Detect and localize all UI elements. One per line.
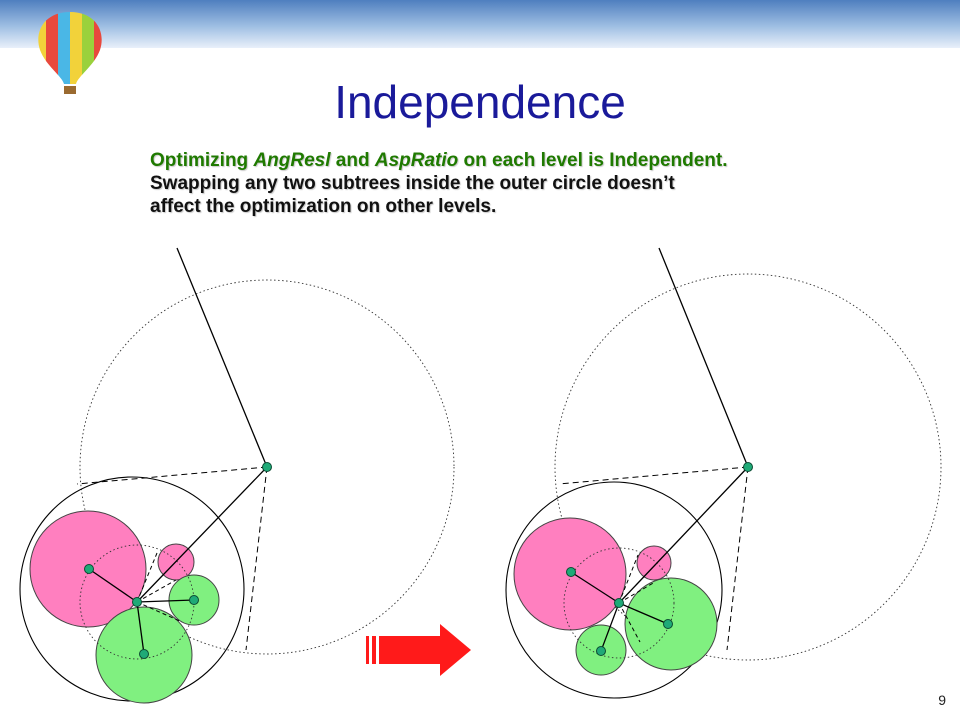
tangent-dash-left-a (76, 466, 268, 485)
statement-prefix: Optimizing (150, 150, 254, 171)
edge-sub-to-pink-right (570, 571, 620, 604)
node-green-large-left (139, 649, 149, 659)
hot-air-balloon-icon (38, 12, 102, 94)
inner-dotted-circle-right (563, 547, 675, 659)
subtree-circle-right (505, 481, 723, 699)
term-angresl: AngResl (253, 150, 331, 171)
edge-sub-to-pink-left (88, 568, 138, 603)
edge-sub-to-green-small-right (600, 602, 620, 652)
tangent-dash-right-a (558, 466, 749, 485)
term-aspratio: AspRatio (374, 150, 459, 171)
pink-subtree-small-right (636, 545, 672, 581)
description-text: Optimizing AngResl and AspRatio on each … (150, 149, 930, 218)
node-green-large-right (663, 619, 673, 629)
inner-dash-left-b (136, 579, 177, 603)
edge-sub-to-green-large-right (618, 602, 669, 625)
swap-explanation-line1: Swapping any two subtrees inside the out… (150, 173, 675, 194)
edge-sub-to-green-small-left (136, 599, 195, 603)
left-tree-before-swap (19, 247, 455, 704)
node-pink-left (84, 564, 94, 574)
node-green-small-right (596, 646, 606, 656)
node-root-left (262, 462, 272, 472)
outer-dotted-circle-left (79, 279, 455, 655)
header-band (0, 0, 960, 48)
page-number: 9 (938, 692, 946, 708)
inner-dash-left-a (136, 552, 158, 603)
node-green-small-left (189, 595, 199, 605)
slide-title: Independence (334, 76, 626, 128)
tangent-dash-right-b (726, 466, 749, 651)
node-pink-right (566, 567, 576, 577)
parent-edge-right (658, 247, 749, 468)
inner-dash-left-c (136, 601, 183, 623)
statement-suffix: on each level is Independent. (458, 150, 728, 171)
inner-dash-right-c (618, 602, 641, 643)
node-sub-right (614, 598, 624, 608)
edge-root-to-sub-right (618, 466, 749, 604)
right-arrow-icon (366, 624, 471, 676)
statement-middle: and (330, 150, 375, 171)
node-sub-left (132, 597, 142, 607)
parent-edge-left (176, 247, 268, 468)
outer-dotted-circle-right (554, 273, 942, 661)
edge-root-to-sub-left (136, 466, 268, 603)
inner-dash-right-a (618, 554, 639, 604)
node-root-right (743, 462, 753, 472)
independence-statement: Optimizing AngResl and AspRatio on each … (150, 149, 930, 172)
right-tree-after-swap (505, 247, 942, 699)
tangent-dash-left-b (245, 466, 268, 651)
swap-explanation-line2: affect the optimization on other levels. (150, 196, 497, 217)
edge-sub-to-green-large-left (136, 601, 145, 655)
